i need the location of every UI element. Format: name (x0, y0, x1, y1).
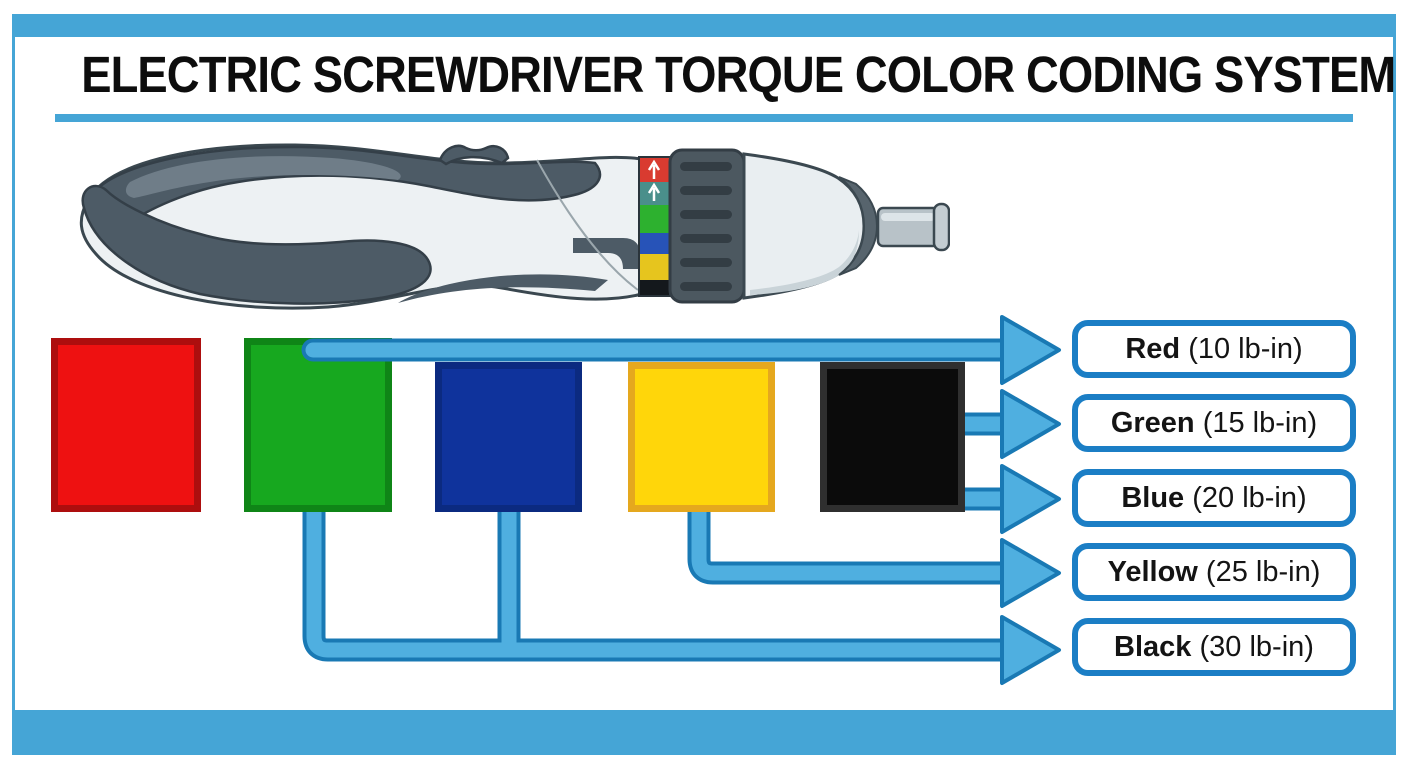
swatch-blue (435, 362, 582, 512)
arrowhead-icon (1000, 538, 1061, 608)
screwdriver-body (79, 143, 644, 310)
torque-label-color-name: Blue (1121, 481, 1185, 514)
torque-label-value: (10 lb-in) (1180, 332, 1303, 365)
nose-and-shaft (742, 152, 950, 300)
chuck-collar (668, 148, 746, 304)
bottom-border-bar (12, 710, 1396, 752)
torque-label-red: Red (10 lb-in) (1072, 320, 1356, 378)
torque-label-value: (20 lb-in) (1184, 481, 1307, 514)
swatch-yellow (628, 362, 775, 512)
arrowhead-icon (1000, 389, 1061, 459)
torque-label-color-name: Red (1125, 332, 1181, 365)
torque-label-green: Green (15 lb-in) (1072, 394, 1356, 452)
page-title: ELECTRIC SCREWDRIVER TORQUE COLOR CODING… (0, 46, 1408, 104)
torque-label-value: (25 lb-in) (1197, 555, 1321, 588)
torque-label-value: (15 lb-in) (1194, 406, 1318, 439)
arrowheads (1000, 315, 1061, 685)
band-arrow-icon (647, 182, 661, 201)
torque-band (638, 156, 671, 297)
top-border-bar (12, 14, 1396, 37)
title-underline (55, 114, 1353, 122)
arrowhead-icon (1000, 315, 1061, 385)
torque-label-color-name: Black (1114, 630, 1192, 663)
torque-label-color-name: Yellow (1107, 555, 1198, 588)
arrowhead-icon (1000, 464, 1061, 534)
torque-label-value: (30 lb-in) (1191, 630, 1314, 663)
swatch-red (51, 338, 201, 512)
page-title-text: ELECTRIC SCREWDRIVER TORQUE COLOR CODING… (81, 46, 1396, 103)
arrowhead-icon (1000, 615, 1061, 685)
connector-fills (305, 342, 1012, 658)
torque-label-yellow: Yellow (25 lb-in) (1072, 543, 1356, 601)
torque-label-blue: Blue (20 lb-in) (1072, 469, 1356, 527)
band-arrow-icon (647, 159, 661, 179)
swatch-green (244, 338, 392, 512)
swatch-black (820, 362, 965, 512)
torque-label-color-name: Green (1110, 406, 1195, 439)
torque-label-black: Black (30 lb-in) (1072, 618, 1356, 676)
connector-outlines (301, 338, 1016, 662)
electric-screwdriver-illustration (79, 143, 950, 310)
